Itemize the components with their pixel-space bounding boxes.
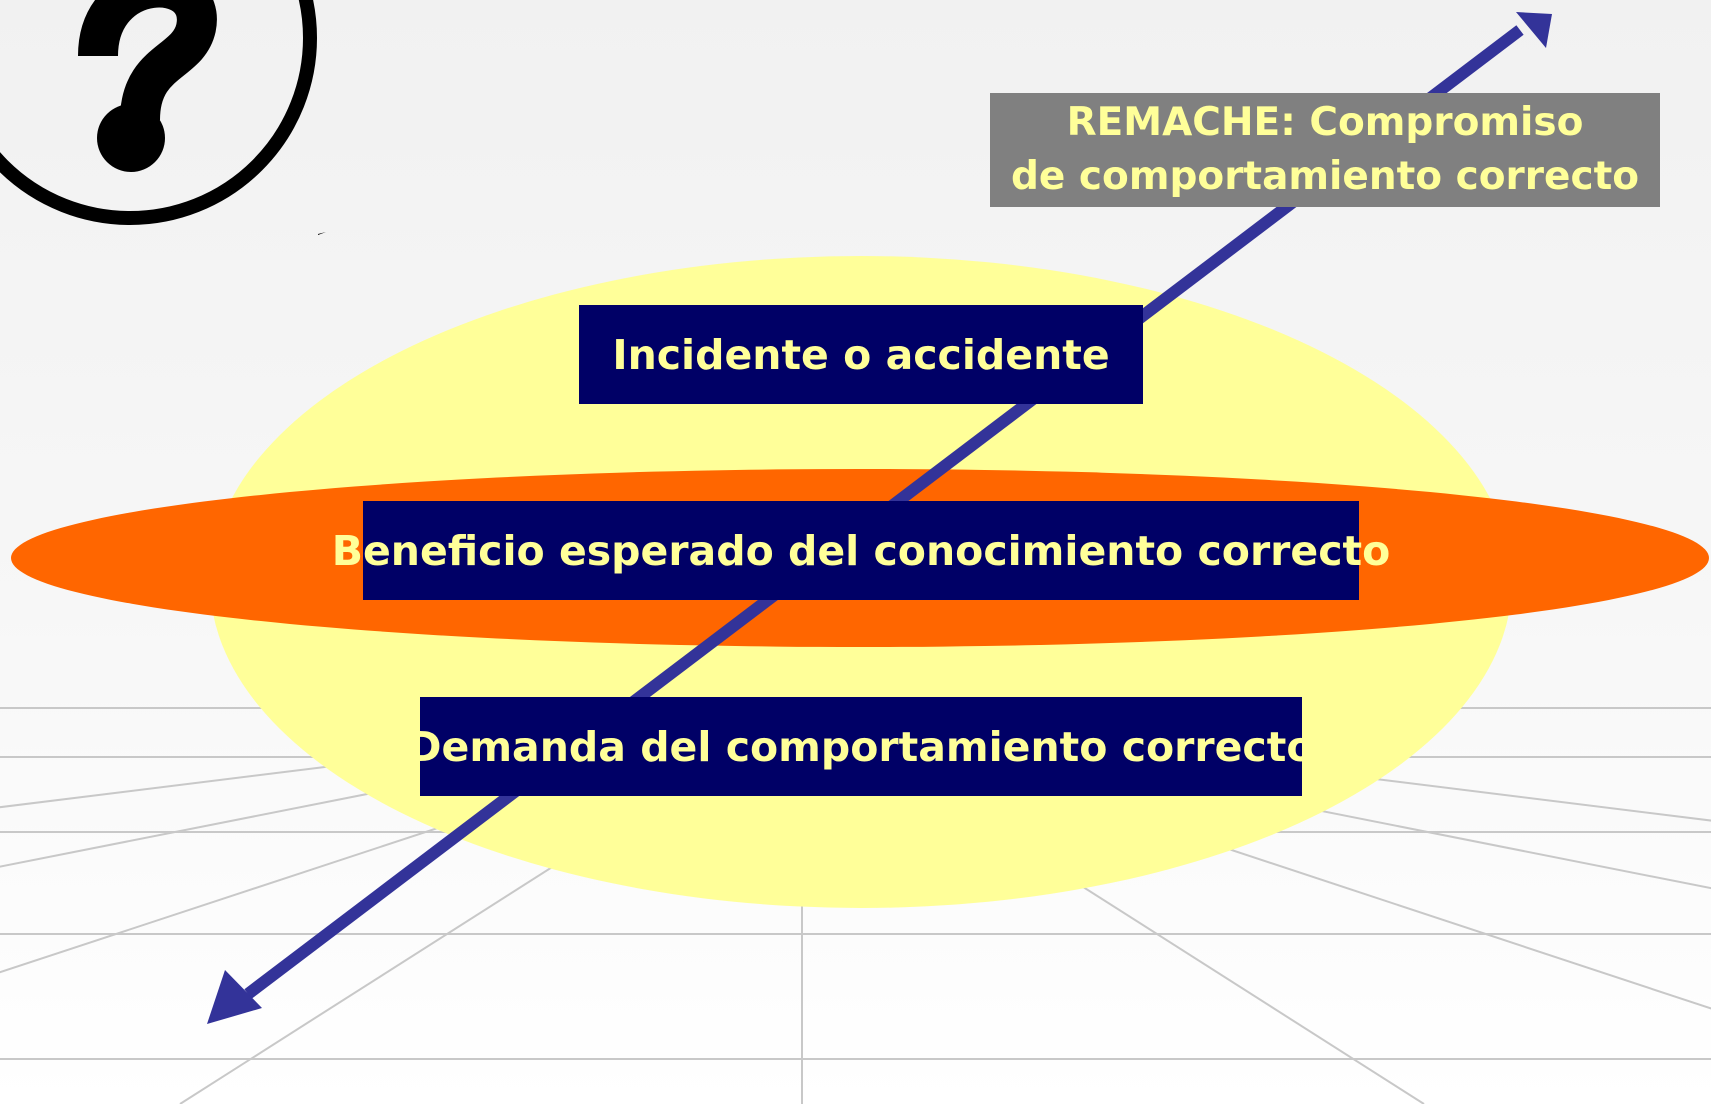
stray-mark [318,232,326,235]
question-dot [97,104,165,172]
question-hook [78,0,217,122]
demanda-box: Demanda del comportamiento correcto [408,697,1315,796]
grid-converging-line [0,707,803,809]
incidente-label: Incidente o accidente [612,330,1110,379]
remache-line-2: de comportamiento correcto [1010,154,1640,199]
demanda-label: Demanda del comportamiento correcto [407,722,1315,771]
incidente-box: Incidente o accidente [579,305,1143,404]
beneficio-box: Beneficio esperado del conocimiento corr… [332,501,1390,600]
arrow-head-top [1516,12,1552,48]
beneficio-label: Beneficio esperado del conocimiento corr… [331,526,1391,575]
remache-box: REMACHE: Compromiso de comportamiento co… [990,93,1660,207]
question-mark-icon [0,0,326,235]
remache-line-1: REMACHE: Compromiso [1066,100,1584,145]
question-circle [0,0,317,225]
arrow-head-bottom [207,970,262,1024]
